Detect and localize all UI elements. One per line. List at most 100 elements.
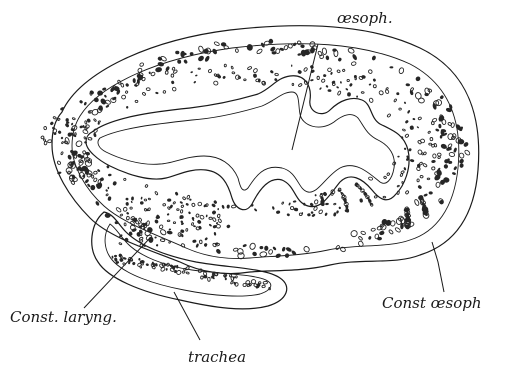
- cell-nucleus: [373, 85, 376, 88]
- cell-nucleus: [222, 75, 226, 79]
- cell-nucleus: [66, 167, 72, 173]
- cell-nucleus: [405, 134, 409, 138]
- cell-nucleus: [188, 211, 191, 214]
- cell-nucleus: [429, 191, 433, 194]
- cell-nucleus: [172, 87, 177, 92]
- cell-nucleus: [420, 175, 423, 178]
- cell-nucleus: [235, 75, 240, 80]
- cell-nucleus: [335, 245, 340, 250]
- cell-nucleus: [275, 73, 279, 76]
- cell-nucleus: [330, 72, 333, 76]
- cell-nucleus: [156, 244, 159, 247]
- cell-nucleus: [199, 240, 202, 244]
- cell-nucleus: [235, 282, 239, 286]
- cell-nucleus: [181, 235, 183, 237]
- trachea-label: trachea: [188, 348, 246, 366]
- cell-nucleus: [93, 118, 96, 121]
- const-laryng-label: Const. laryng.: [10, 308, 117, 326]
- cell-nucleus: [226, 224, 231, 229]
- cell-nucleus: [347, 47, 354, 54]
- cell-nucleus: [146, 88, 150, 91]
- cell-nucleus: [140, 201, 144, 205]
- cell-nucleus: [114, 221, 118, 225]
- cell-nucleus: [72, 117, 75, 120]
- cell-nucleus: [407, 110, 411, 114]
- cell-nucleus: [116, 207, 122, 213]
- cell-nucleus: [119, 242, 122, 245]
- cell-nucleus: [319, 87, 322, 90]
- cell-nucleus: [171, 80, 175, 84]
- cell-nucleus: [230, 281, 233, 285]
- cell-nucleus: [262, 81, 267, 86]
- cell-nucleus: [166, 230, 172, 235]
- cell-nucleus: [383, 196, 386, 198]
- cell-nucleus: [374, 196, 377, 199]
- cell-nucleus: [140, 240, 143, 243]
- cell-nucleus: [404, 101, 407, 104]
- cell-nucleus: [47, 139, 52, 142]
- cell-nucleus: [321, 78, 326, 82]
- cell-nucleus: [160, 239, 165, 242]
- cell-nucleus: [111, 256, 113, 259]
- cell-nucleus: [226, 204, 230, 208]
- cell-nucleus: [342, 69, 345, 72]
- cell-nucleus: [191, 203, 195, 207]
- cell-nucleus: [405, 120, 409, 124]
- cell-nucleus: [198, 225, 202, 230]
- cell-nucleus: [254, 208, 258, 212]
- cell-nucleus: [336, 210, 339, 214]
- cell-nucleus: [452, 172, 457, 176]
- cell-nucleus: [310, 79, 314, 82]
- cell-nucleus: [369, 98, 374, 103]
- cell-nucleus: [177, 209, 180, 211]
- cell-nucleus: [439, 95, 444, 100]
- cell-nucleus: [453, 166, 457, 171]
- cell-nucleus: [415, 76, 422, 82]
- cell-nucleus: [340, 81, 342, 84]
- cell-nucleus: [105, 189, 108, 192]
- cell-nucleus: [378, 90, 384, 96]
- cell-nucleus: [235, 276, 237, 279]
- cell-nucleus: [112, 181, 117, 186]
- cell-nucleus: [145, 263, 149, 266]
- cell-nucleus: [249, 242, 256, 250]
- cell-nucleus: [429, 143, 432, 145]
- cell-nucleus: [167, 198, 171, 201]
- cell-nucleus: [337, 91, 341, 96]
- cell-nucleus: [126, 212, 130, 215]
- cell-nucleus: [138, 258, 141, 261]
- cell-nucleus: [424, 92, 429, 96]
- cell-nucleus: [394, 99, 397, 103]
- cell-nucleus: [232, 72, 235, 74]
- cell-nucleus: [126, 216, 129, 220]
- cell-nucleus: [356, 95, 358, 97]
- cell-nucleus: [352, 53, 358, 60]
- cell-nucleus: [99, 97, 107, 105]
- cell-nucleus: [44, 141, 47, 145]
- cell-nucleus: [315, 194, 317, 196]
- cell-nucleus: [399, 108, 402, 110]
- cell-nucleus: [388, 229, 393, 234]
- cell-nucleus: [433, 154, 437, 158]
- cell-nucleus: [435, 128, 440, 132]
- cell-nucleus: [427, 178, 430, 180]
- cell-nucleus: [333, 212, 337, 217]
- cell-nucleus: [325, 85, 328, 88]
- cell-nucleus: [90, 185, 95, 191]
- cell-nucleus: [275, 48, 280, 53]
- cell-nucleus: [264, 246, 268, 251]
- const-oesoph-label: Const œsoph: [382, 294, 482, 312]
- cell-nucleus: [397, 156, 400, 158]
- cell-nucleus: [345, 209, 350, 213]
- cell-nucleus: [297, 40, 302, 45]
- cell-nucleus: [185, 203, 189, 207]
- cell-nucleus: [417, 185, 422, 190]
- cell-nucleus: [327, 89, 331, 92]
- cell-nucleus: [263, 281, 268, 284]
- cell-nucleus: [371, 55, 376, 61]
- cell-nucleus: [148, 208, 151, 211]
- cell-nucleus: [139, 62, 144, 67]
- cell-nucleus: [132, 261, 136, 265]
- cell-nucleus: [126, 106, 129, 109]
